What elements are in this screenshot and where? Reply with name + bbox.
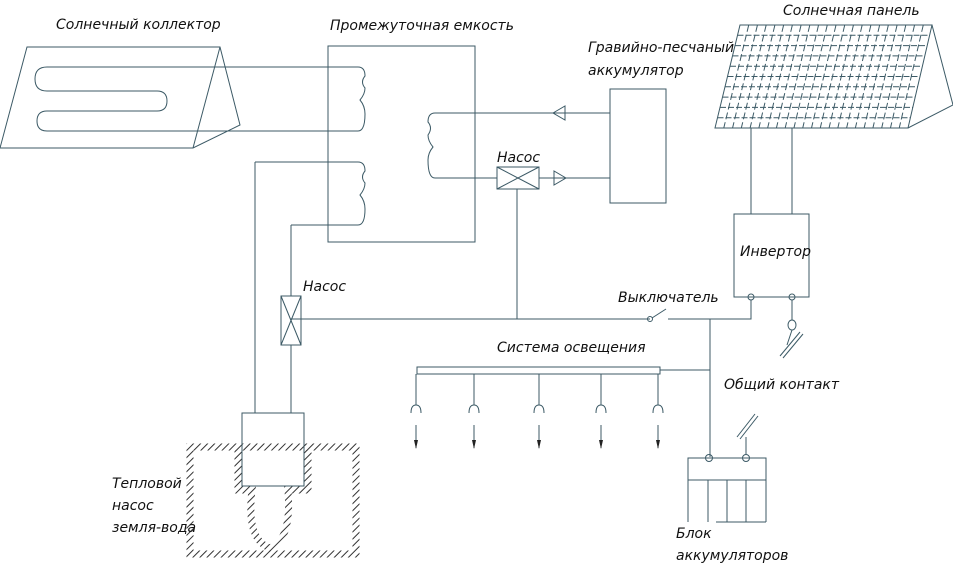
gravel-accumulator-label-2: аккумулятор [588, 63, 684, 79]
ground-icon [779, 331, 801, 357]
lamp-icon [468, 374, 480, 449]
battery-block-label-2: аккумуляторов [676, 548, 788, 564]
ground-heat-pump [186, 412, 360, 558]
gravel-accumulator-label-1: Гравийно-песчаный [588, 40, 734, 56]
solar-panel-label: Солнечная панель [783, 3, 920, 19]
pump-top [496, 166, 540, 190]
lamp-icon [410, 374, 422, 449]
battery-block-label-1: Блок [676, 526, 712, 542]
pump-left [280, 295, 302, 346]
heat-pump-label-2: насос [112, 498, 154, 514]
flow-arrow-left-icon [552, 105, 566, 121]
inverter-label: Инвертор [740, 244, 811, 260]
pump-top-label: Насос [497, 150, 540, 166]
common-contact-label: Общий контакт [724, 377, 840, 393]
lighting-system-label: Система освещения [497, 340, 646, 356]
switch-icon[interactable] [647, 316, 653, 322]
buffer-tank [255, 45, 520, 243]
heat-pump-label-3: земля-вода [112, 520, 196, 536]
pump-left-label: Насос [303, 279, 346, 295]
solar-collector-label: Солнечный коллектор [56, 17, 221, 33]
battery-block [687, 457, 767, 523]
flow-arrow-right-icon [553, 170, 567, 186]
lighting-system [410, 366, 710, 449]
ground-icon-2 [736, 413, 756, 438]
solar-panel [714, 24, 953, 129]
lamp-icon [595, 374, 607, 449]
inverter [733, 213, 810, 298]
lamp-icon [533, 374, 545, 449]
solar-collector [0, 46, 330, 149]
lamp-icon [652, 374, 664, 449]
buffer-tank-label: Промежуточная емкость [330, 18, 514, 34]
switch-label: Выключатель [618, 290, 719, 306]
gravel-sand-accumulator [609, 88, 667, 204]
heat-pump-label-1: Тепловой [112, 476, 182, 492]
